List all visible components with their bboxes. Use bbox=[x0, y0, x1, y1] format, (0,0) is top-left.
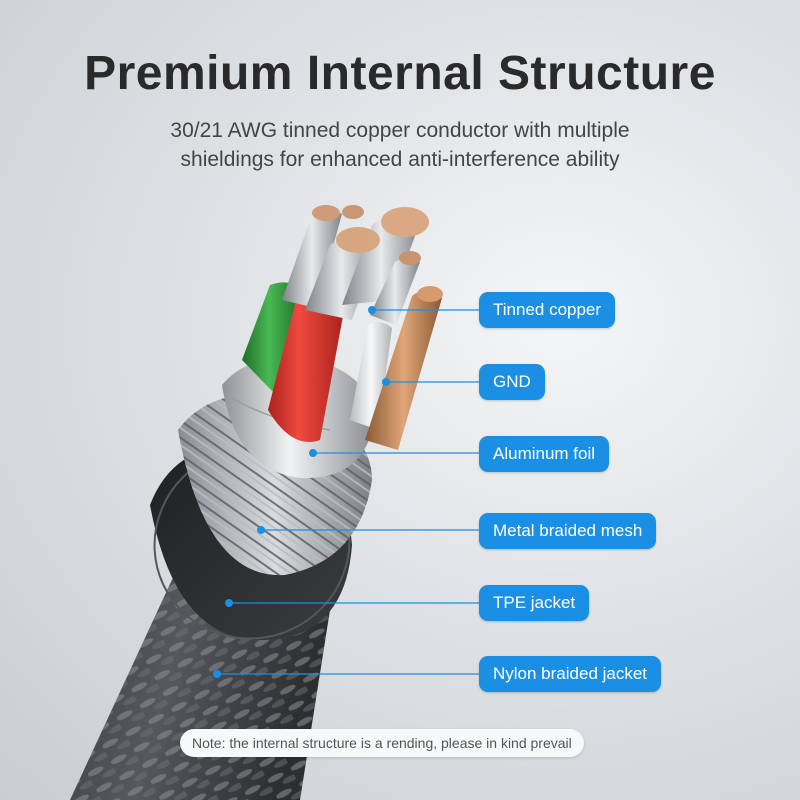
label-aluminum-foil: Aluminum foil bbox=[479, 436, 610, 472]
page-subtitle: 30/21 AWG tinned copper conductor with m… bbox=[0, 116, 800, 174]
subtitle-line-1: 30/21 AWG tinned copper conductor with m… bbox=[170, 119, 630, 142]
gnd-drain-wire bbox=[365, 286, 443, 450]
disclaimer-note: Note: the internal structure is a rendin… bbox=[180, 729, 584, 757]
label-tinned-copper: Tinned copper bbox=[479, 292, 616, 328]
leader-dots bbox=[213, 306, 390, 678]
page-title: Premium Internal Structure bbox=[84, 47, 716, 100]
label-nylon-braided-jacket: Nylon braided jacket bbox=[479, 656, 662, 692]
label-metal-braided-mesh: Metal braided mesh bbox=[479, 513, 657, 549]
label-tpe-jacket: TPE jacket bbox=[479, 585, 590, 621]
insulated-wires bbox=[242, 282, 392, 442]
leader-lines bbox=[217, 309, 482, 675]
subtitle-line-2: shieldings for enhanced anti-interferenc… bbox=[180, 148, 620, 171]
tinned-copper-strands bbox=[282, 205, 429, 325]
label-gnd: GND bbox=[479, 364, 545, 400]
